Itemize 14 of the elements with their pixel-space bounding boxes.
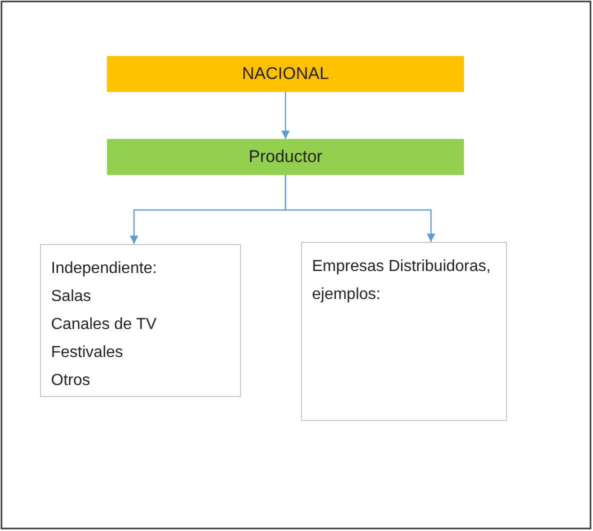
list-item: Otros <box>51 371 92 391</box>
list-item: Canales de TV <box>51 315 158 335</box>
list-heading: Independiente: <box>51 259 158 279</box>
list-item: Salas <box>51 287 92 307</box>
arrow <box>281 92 290 139</box>
arrow <box>284 175 436 242</box>
list-box <box>301 242 507 421</box>
list-heading: Empresas Distribuidoras, ejemplos: <box>312 257 492 305</box>
process-box <box>107 139 464 175</box>
list-box <box>40 244 241 397</box>
box-label: NACIONAL <box>242 64 329 84</box>
process-box <box>107 56 464 92</box>
list-item: Festivales <box>51 343 124 363</box>
box-label: Productor <box>248 147 322 167</box>
